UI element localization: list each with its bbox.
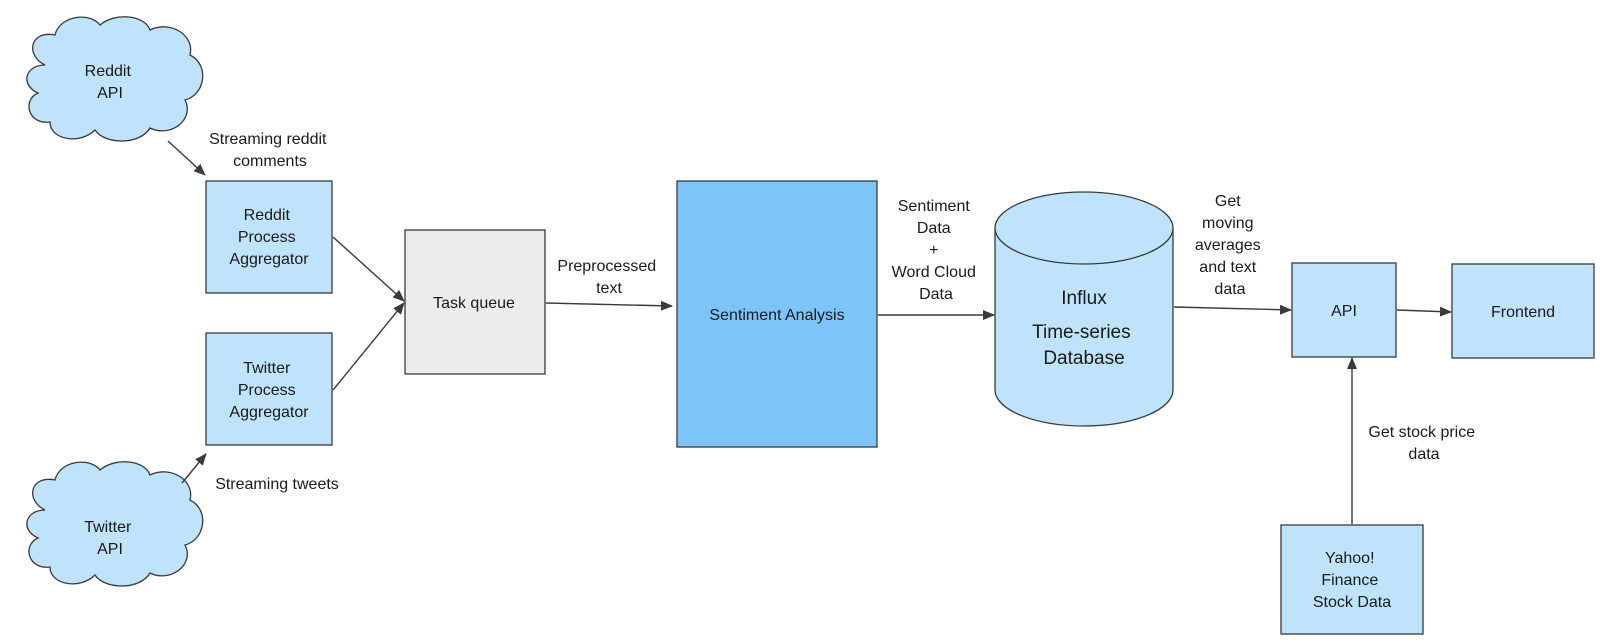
moving-averages-line3: averages <box>1195 237 1261 254</box>
sentiment-analysis-label: Sentiment Analysis <box>709 307 844 324</box>
sentiment-data-line1: Sentiment <box>898 198 971 215</box>
svg-text:Reddit Process Agg: Reddit Process Aggregator <box>229 207 309 268</box>
reddit-aggregator-line3: Aggregator <box>229 251 309 268</box>
moving-averages-line4: and text <box>1199 259 1256 276</box>
yahoo-label-line2: Finance <box>1321 572 1378 589</box>
twitter-aggregator-line3: Aggregator <box>229 404 309 421</box>
arrow-queue-to-sentiment <box>545 300 673 311</box>
arrow-api-to-frontend <box>1396 306 1452 317</box>
svg-text:Influx: Influx <box>1061 288 1107 309</box>
sentiment-data-line5: Data <box>919 286 953 303</box>
influx-database-cylinder: Influx Time-series Database <box>994 191 1174 427</box>
influx-label-line2: Time-series <box>1032 322 1131 343</box>
reddit-stream-line2: comments <box>233 153 307 170</box>
twitter-api-cloud: Twitter API <box>26 461 204 587</box>
api-label: API <box>1331 303 1357 320</box>
svg-text:Task queue: Task queue <box>433 295 515 312</box>
reddit-aggregator-box: Reddit Process Aggregator <box>205 180 333 294</box>
cloud-shape <box>26 461 204 587</box>
svg-text:API: API <box>1331 303 1357 320</box>
sentiment-data-line3: + <box>929 242 938 259</box>
task-queue-box: Task queue <box>404 229 546 375</box>
task-queue-label: Task queue <box>433 295 515 312</box>
svg-text:Twitter Process Ag: Twitter Process Aggregator <box>229 360 309 421</box>
reddit-api-cloud: Reddit API <box>26 16 204 142</box>
preprocessed-line2: text <box>596 280 622 297</box>
edge-label-sentiment-data: Sentiment Data + Word Cloud Data <box>892 198 981 303</box>
yahoo-label-line1: Yahoo! <box>1325 550 1375 567</box>
twitter-aggregator-box: Twitter Process Aggregator <box>205 332 333 446</box>
stock-price-line2: data <box>1408 446 1439 463</box>
box-shape <box>676 180 878 448</box>
edge-label-reddit-stream: Streaming reddit comments <box>209 131 331 170</box>
frontend-label: Frontend <box>1491 304 1555 321</box>
reddit-stream-line1: Streaming reddit <box>209 131 327 148</box>
edge-label-preprocessed: Preprocessed text <box>557 258 660 297</box>
svg-text:Reddit API: Reddit API <box>85 63 136 102</box>
sentiment-data-line2: Data <box>917 220 951 237</box>
edge-label-stock-price: Get stock price data <box>1368 424 1479 463</box>
moving-averages-line5: data <box>1214 281 1245 298</box>
twitter-aggregator-line1: Twitter <box>243 360 291 377</box>
svg-text:Time-series Database: Time-series Database <box>1032 322 1136 369</box>
arrow-twitter-api-to-aggregator <box>181 453 207 484</box>
svg-text:Sentiment Analysis: Sentiment Analysis <box>709 307 844 324</box>
sentiment-data-line4: Word Cloud <box>892 264 976 281</box>
reddit-api-label-line1: Reddit <box>85 63 132 80</box>
preprocessed-line1: Preprocessed <box>557 258 656 275</box>
yahoo-label-line3: Stock Data <box>1313 594 1391 611</box>
reddit-api-label-line2: API <box>97 85 123 102</box>
cylinder-body <box>994 228 1174 427</box>
arrow-twitter-aggregator-to-queue <box>332 302 405 391</box>
edge-label-twitter-stream: Streaming tweets <box>215 476 339 493</box>
frontend-box: Frontend <box>1451 263 1595 359</box>
box-shape <box>404 229 546 375</box>
svg-text:Yahoo! Finance Sto: Yahoo! Finance Stock Data <box>1313 550 1391 611</box>
edges <box>167 140 1452 524</box>
cloud-shape <box>26 16 204 142</box>
api-box: API <box>1291 262 1397 358</box>
box-shape <box>1291 262 1397 358</box>
twitter-api-label-line2: API <box>97 541 123 558</box>
arrow-influx-to-api <box>1173 304 1292 315</box>
twitter-api-label-line1: Twitter <box>84 519 132 536</box>
box-shape <box>205 180 333 294</box>
moving-averages-line1: Get <box>1215 193 1241 210</box>
box-shape <box>1280 524 1424 635</box>
moving-averages-line2: moving <box>1202 215 1254 232</box>
stock-price-line1: Get stock price <box>1368 424 1475 441</box>
twitter-aggregator-line2: Process <box>238 382 296 399</box>
influx-label-line1: Influx <box>1061 288 1107 309</box>
yahoo-finance-box: Yahoo! Finance Stock Data <box>1280 524 1424 635</box>
arrow-reddit-api-to-aggregator <box>167 140 206 176</box>
twitter-stream-line1: Streaming tweets <box>215 476 339 493</box>
arrow-reddit-aggregator-to-queue <box>332 236 405 302</box>
influx-label-line3: Database <box>1043 348 1124 369</box>
svg-text:Twitter API: Twitter API <box>84 519 136 558</box>
edge-label-moving-averages: Get moving averages and text data <box>1195 193 1265 298</box>
reddit-aggregator-line2: Process <box>238 229 296 246</box>
svg-text:Frontend: Frontend <box>1491 304 1555 321</box>
reddit-aggregator-line1: Reddit <box>244 207 291 224</box>
box-shape <box>205 332 333 446</box>
cylinder-top <box>994 191 1174 265</box>
box-shape <box>1451 263 1595 359</box>
sentiment-analysis-box: Sentiment Analysis <box>676 180 878 448</box>
